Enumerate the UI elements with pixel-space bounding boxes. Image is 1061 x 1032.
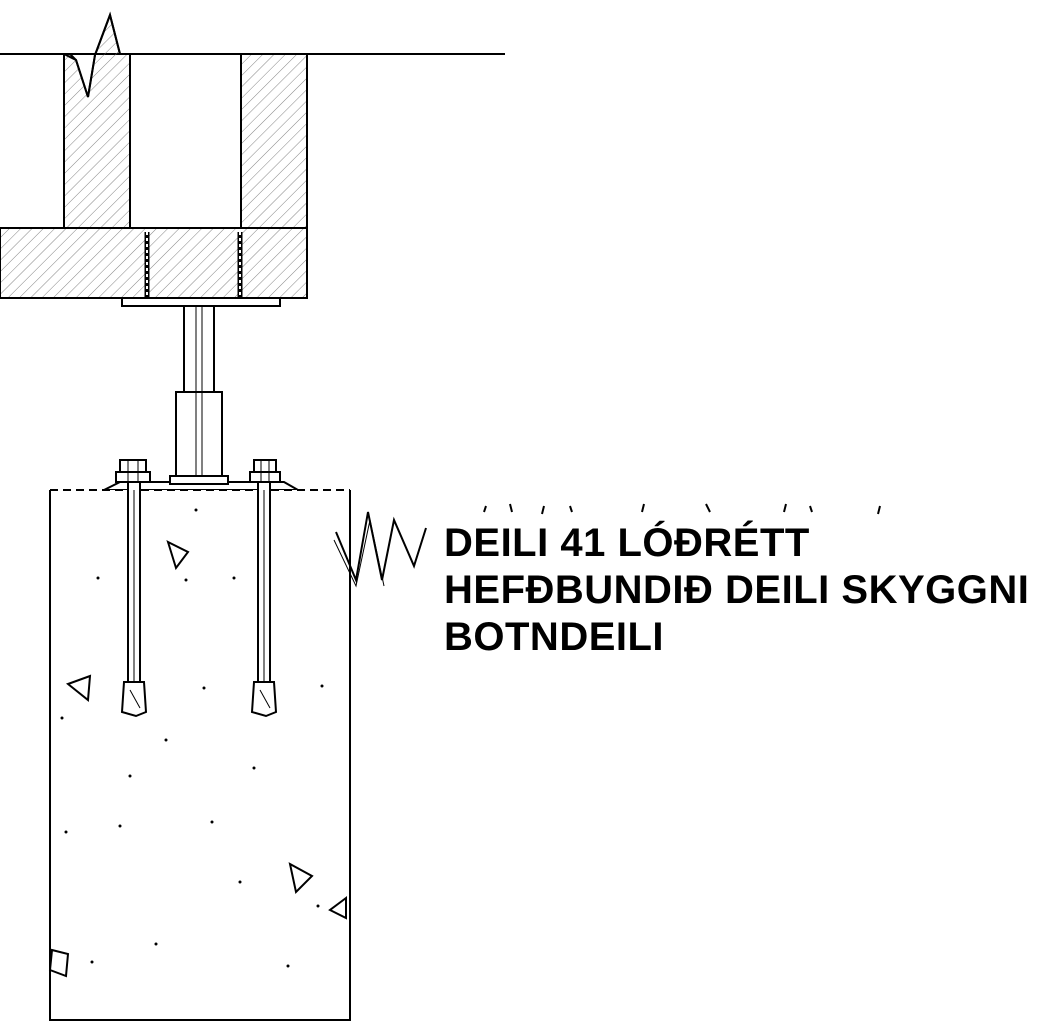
concrete-aggregate: [48, 540, 347, 978]
post-lower-tube: [175, 391, 223, 481]
label-line-1: DEILI 41 LÓÐRÉTT: [444, 521, 810, 565]
top-plate: [121, 297, 281, 307]
right-joist: [240, 53, 308, 229]
concrete-dots: [60, 508, 324, 968]
horizontal-beam: [0, 227, 308, 299]
break-symbol: [335, 511, 427, 584]
concrete-footing: [49, 490, 351, 1021]
anchor-bolt-left: [120, 481, 148, 718]
label-ticks: [483, 503, 881, 515]
anchor-bolt-right: [250, 481, 278, 718]
left-joist: [63, 11, 131, 229]
anchor-nut-right: [249, 459, 281, 483]
label-line-2: HEFÐBUNDIÐ DEILI SKYGGNI: [444, 568, 1030, 612]
anchor-nut-left: [115, 459, 151, 483]
post-upper-tube: [183, 305, 215, 393]
label-line-3: BOTNDEILI: [444, 615, 665, 659]
detail-label: DEILI 41 LÓÐRÉTT HEFÐBUNDIÐ DEILI SKYGGN…: [444, 520, 1029, 661]
